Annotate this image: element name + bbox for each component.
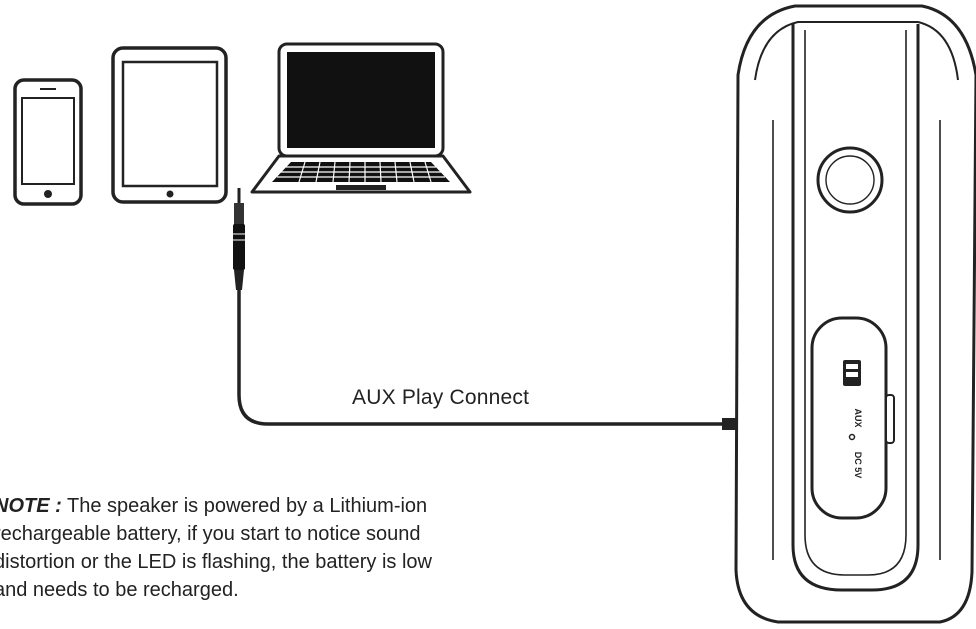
speaker-icon: AUX DC 5V xyxy=(734,4,976,624)
note-line-1: The speaker is powered by a Lithium-ion xyxy=(66,495,428,517)
sd-card-icon xyxy=(843,360,861,386)
cable-label: AUX Play Connect xyxy=(352,386,530,409)
note-line-4: and needs to be recharged. xyxy=(0,579,239,601)
note-text: NOTE : The speaker is powered by a Lithi… xyxy=(0,492,644,604)
note-label: NOTE : xyxy=(0,495,62,517)
note-line-2: rechargeable battery, if you start to no… xyxy=(0,523,421,545)
laptop-icon xyxy=(250,42,472,194)
port-label-aux: AUX xyxy=(853,408,863,427)
tablet-icon xyxy=(111,46,228,204)
note-line-3: distortion or the LED is flashing, the b… xyxy=(0,551,432,573)
smartphone-icon xyxy=(13,78,83,206)
note-line: NOTE : The speaker is powered by a Lithi… xyxy=(0,492,644,520)
port-label-dc: DC 5V xyxy=(853,452,863,479)
